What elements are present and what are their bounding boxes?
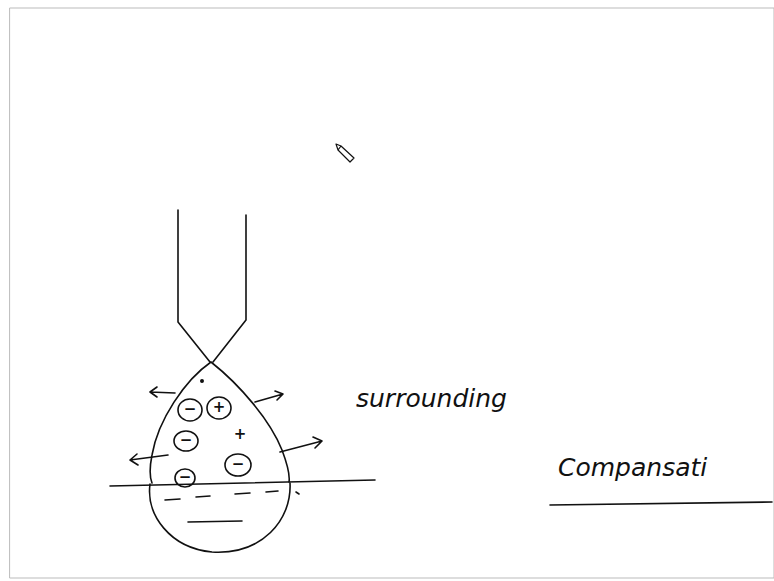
charge-sign: − xyxy=(179,470,192,485)
charge-sign: − xyxy=(232,457,245,472)
lower-blob xyxy=(150,483,291,552)
outward-arrows xyxy=(130,387,322,465)
charge-sign: − xyxy=(184,402,197,417)
dot xyxy=(296,492,299,494)
frame xyxy=(10,8,774,578)
charge-circles xyxy=(174,397,251,487)
underline xyxy=(550,502,772,505)
charge-sign: + xyxy=(213,400,226,415)
dot xyxy=(201,380,203,382)
charge-sign: + xyxy=(234,427,247,442)
negative-charges xyxy=(165,491,278,522)
droplet xyxy=(150,362,289,483)
pen-cursor xyxy=(336,144,354,162)
note-text: Compansati xyxy=(558,455,707,480)
capillary xyxy=(178,210,246,362)
note-text: surrounding xyxy=(356,386,507,411)
charge-sign: − xyxy=(180,433,193,448)
